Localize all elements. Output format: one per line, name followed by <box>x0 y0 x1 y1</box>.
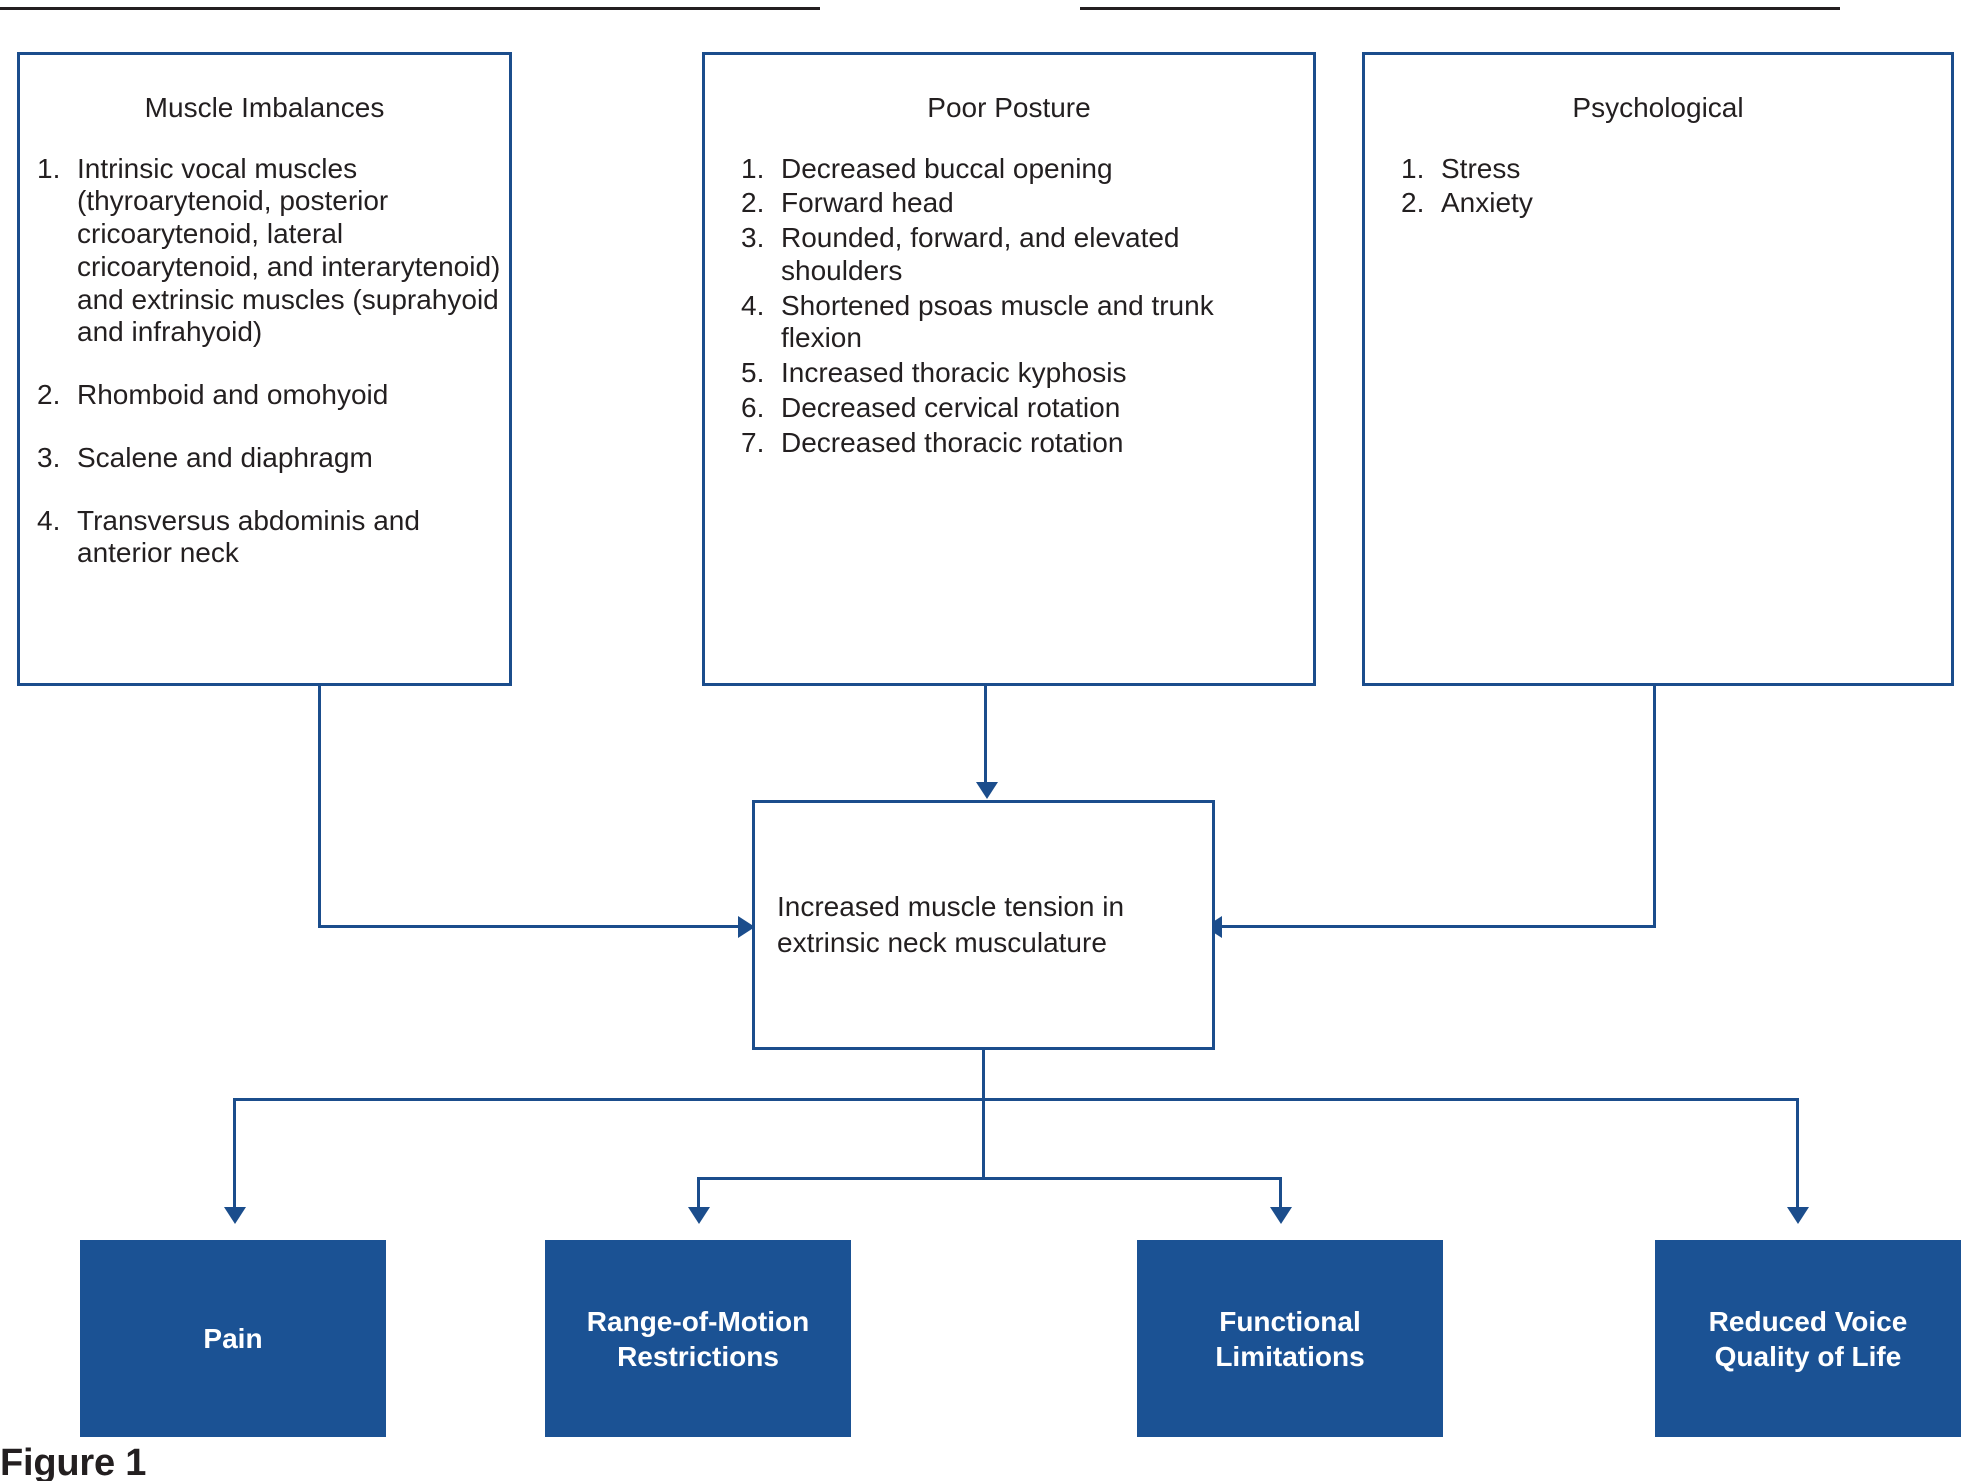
box-poor-posture-title: Poor Posture <box>927 92 1091 123</box>
box-psychological-list: 1. Stress 2. Anxiety <box>1365 153 1951 221</box>
connector-functional-drop <box>1279 1177 1282 1210</box>
outcome-box-range-of-motion-restrictions-label: Range-of-Motion Restrictions <box>586 1305 810 1372</box>
connector-voice-qol-arrowhead <box>1787 1207 1809 1224</box>
list-item: 4. Transversus abdominis and anterior ne… <box>37 505 503 571</box>
list-item-text: Rhomboid and omohyoid <box>77 379 389 411</box>
list-item: 1. Decreased buccal opening <box>741 153 1301 186</box>
connector-muscle-arrowhead <box>738 916 755 938</box>
list-item: 2. Rhomboid and omohyoid <box>37 379 503 412</box>
list-item-number: 2. <box>1401 187 1425 219</box>
list-item: 2. Forward head <box>741 187 1301 220</box>
list-item-number: 2. <box>741 187 765 219</box>
connector-rom-arrowhead <box>688 1207 710 1224</box>
list-item-text: Forward head <box>781 187 954 219</box>
outcome-box-functional-limitations-label: Functional Limitations <box>1215 1305 1365 1372</box>
box-muscle-imbalances: Muscle Imbalances 1. Intrinsic vocal mus… <box>17 52 512 686</box>
connector-posture-arrowhead <box>976 782 998 799</box>
list-item: 3. Rounded, forward, and elevated should… <box>741 222 1301 288</box>
connector-outcomes-bus-inner <box>697 1177 1282 1180</box>
list-item-number: 2. <box>37 379 61 411</box>
list-item-text: Decreased thoracic rotation <box>781 426 1124 458</box>
outcome-box-reduced-voice-quality-of-life-label: Reduced Voice Quality of Life <box>1708 1305 1908 1372</box>
box-increased-muscle-tension-text: Increased muscle tension in extrinsic ne… <box>777 890 1125 958</box>
list-item-text: Scalene and diaphragm <box>77 441 373 473</box>
outcome-box-pain-label: Pain <box>203 1323 263 1354</box>
connector-outcomes-stem <box>982 1050 985 1178</box>
outcome-box-range-of-motion-restrictions: Range-of-Motion Restrictions <box>545 1240 851 1437</box>
header-rule-gap-right <box>1840 0 1971 17</box>
outcome-box-reduced-voice-quality-of-life: Reduced Voice Quality of Life <box>1655 1240 1961 1437</box>
list-item-number: 4. <box>741 289 765 321</box>
list-item: 1. Stress <box>1401 153 1939 186</box>
outcome-box-functional-limitations: Functional Limitations <box>1137 1240 1443 1437</box>
connector-muscle-horizontal <box>318 925 748 928</box>
box-psychological-title: Psychological <box>1572 92 1744 123</box>
list-item: 5. Increased thoracic kyphosis <box>741 357 1301 390</box>
list-item-text: Rounded, forward, and elevated shoulders <box>781 222 1180 286</box>
list-item-number: 1. <box>37 152 61 184</box>
list-item: 7. Decreased thoracic rotation <box>741 427 1301 460</box>
list-item-number: 3. <box>741 222 765 254</box>
box-muscle-imbalances-list: 1. Intrinsic vocal muscles (thyroaryteno… <box>20 153 509 571</box>
list-item-text: Decreased buccal opening <box>781 152 1113 184</box>
list-item-number: 1. <box>741 152 765 184</box>
list-item-number: 3. <box>37 441 61 473</box>
outcome-box-pain: Pain <box>80 1240 386 1437</box>
header-rule-gap-left <box>820 0 1080 17</box>
list-item-text: Shortened psoas muscle and trunk flexion <box>781 289 1214 354</box>
list-item-text: Anxiety <box>1441 187 1533 219</box>
connector-posture-vertical <box>984 686 987 784</box>
list-item-number: 7. <box>741 426 765 458</box>
box-increased-muscle-tension: Increased muscle tension in extrinsic ne… <box>752 800 1215 1050</box>
list-item-text: Transversus abdominis and anterior neck <box>77 504 420 569</box>
box-poor-posture-list: 1. Decreased buccal opening 2. Forward h… <box>705 153 1313 460</box>
connector-psychological-horizontal <box>1222 925 1656 928</box>
connector-pain-arrowhead <box>224 1207 246 1224</box>
list-item: 3. Scalene and diaphragm <box>37 442 503 475</box>
connector-voice-qol-drop <box>1796 1098 1799 1210</box>
box-poor-posture: Poor Posture 1. Decreased buccal opening… <box>702 52 1316 686</box>
list-item-number: 6. <box>741 391 765 423</box>
connector-outcomes-bus-outer <box>233 1098 1799 1101</box>
list-item: 6. Decreased cervical rotation <box>741 392 1301 425</box>
list-item: 1. Intrinsic vocal muscles (thyroaryteno… <box>37 153 503 350</box>
connector-functional-arrowhead <box>1270 1207 1292 1224</box>
box-psychological: Psychological 1. Stress 2. Anxiety <box>1362 52 1954 686</box>
list-item-text: Stress <box>1441 152 1521 184</box>
list-item: 4. Shortened psoas muscle and trunk flex… <box>741 290 1301 356</box>
list-item-text: Decreased cervical rotation <box>781 391 1121 423</box>
connector-psychological-vertical <box>1653 686 1656 926</box>
list-item-number: 4. <box>37 504 61 536</box>
figure-caption: Figure 1 <box>0 1442 147 1481</box>
list-item: 2. Anxiety <box>1401 187 1939 220</box>
list-item-text: Increased thoracic kyphosis <box>781 357 1127 389</box>
connector-pain-drop <box>233 1098 236 1210</box>
connector-muscle-vertical <box>318 686 321 926</box>
connector-rom-drop <box>697 1177 700 1210</box>
list-item-text: Intrinsic vocal muscles (thyroarytenoid,… <box>77 152 501 348</box>
box-muscle-imbalances-title: Muscle Imbalances <box>144 92 385 123</box>
list-item-number: 5. <box>741 357 765 389</box>
list-item-number: 1. <box>1401 152 1425 184</box>
